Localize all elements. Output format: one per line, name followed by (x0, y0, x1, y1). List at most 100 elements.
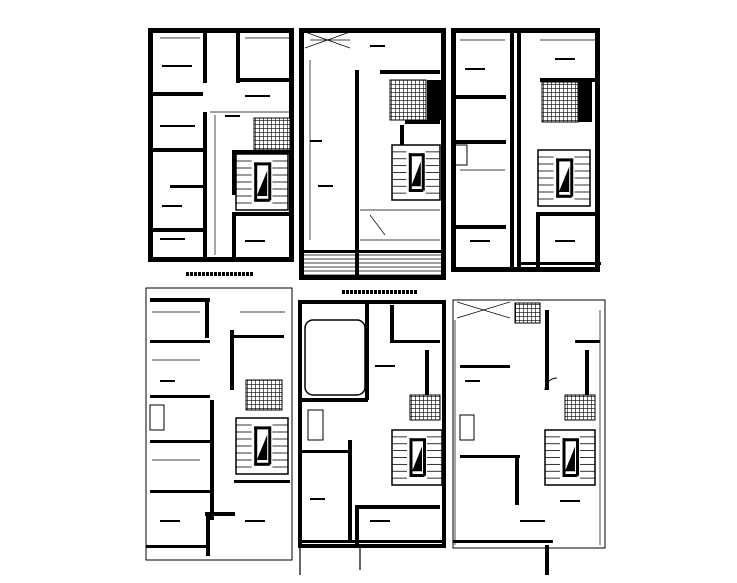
room-label (245, 95, 270, 97)
plan-caption (206, 272, 209, 276)
wall (576, 438, 579, 476)
plan-outline (452, 299, 606, 549)
room-label (465, 380, 480, 382)
plan-caption (214, 272, 217, 276)
wall (355, 505, 359, 545)
stair-hatch (541, 81, 579, 123)
fixture (307, 409, 324, 441)
wall (299, 28, 446, 33)
wall (289, 28, 294, 262)
fixture (454, 144, 468, 166)
wall (355, 505, 440, 509)
wall (240, 78, 290, 82)
plan-caption (398, 290, 401, 294)
wall (427, 80, 441, 120)
plan-caption (374, 290, 377, 294)
wall (268, 162, 272, 201)
room-label (162, 205, 182, 207)
room-label (162, 65, 192, 67)
wall (146, 545, 206, 548)
room-label (160, 125, 195, 127)
room-label (225, 115, 240, 117)
room-label (375, 365, 395, 367)
dimension-line (369, 214, 386, 236)
wall (562, 438, 578, 442)
wall (451, 225, 506, 229)
plan-caption (350, 290, 353, 294)
plan-caption (366, 290, 369, 294)
wall (540, 78, 595, 82)
wall (254, 162, 258, 201)
wall (405, 120, 440, 124)
room-label (370, 45, 385, 47)
floor-plan-2 (299, 28, 446, 280)
plan-caption (394, 290, 397, 294)
wall (150, 340, 210, 343)
stair-arrow (558, 166, 570, 192)
room-label (310, 498, 325, 500)
wall (408, 153, 412, 191)
room-label (160, 380, 175, 382)
wall (408, 189, 424, 192)
wall (556, 158, 572, 162)
stair-hatch (514, 302, 541, 324)
wall (298, 398, 368, 402)
plan-caption (242, 272, 245, 276)
staircase (537, 149, 591, 207)
plan-caption (354, 290, 357, 294)
staircase (235, 153, 289, 211)
wall (517, 28, 521, 272)
stair-arrow (565, 446, 575, 472)
floor-plan-6 (452, 299, 606, 575)
wall (575, 340, 600, 343)
plan-caption (362, 290, 365, 294)
wall (562, 474, 578, 477)
plan-caption (198, 272, 201, 276)
cross-lines (456, 301, 511, 319)
wall (510, 28, 514, 272)
wall (254, 426, 258, 465)
wall (170, 185, 205, 188)
stair-arrow (412, 446, 422, 472)
wall (453, 540, 553, 543)
plan-caption (358, 290, 361, 294)
room-label (318, 185, 333, 187)
wall (298, 300, 302, 548)
stair-arrow (256, 434, 268, 460)
room-label (245, 520, 265, 522)
wall (254, 462, 270, 466)
plan-caption (190, 272, 193, 276)
cross-lines (304, 31, 351, 49)
stair-arrow (256, 170, 268, 196)
room-label (465, 68, 485, 70)
wall (408, 153, 424, 157)
wall (400, 125, 404, 145)
room-label (310, 140, 322, 142)
wall (254, 426, 270, 430)
wall (595, 28, 600, 272)
fixture (149, 404, 165, 431)
wall (148, 148, 203, 152)
plan-caption (370, 290, 373, 294)
wall (234, 480, 290, 483)
wall (556, 158, 560, 197)
plan-caption (410, 290, 413, 294)
floor-plan-3 (451, 28, 601, 272)
wall (409, 474, 425, 477)
fixture (459, 414, 475, 441)
wall (423, 438, 426, 476)
wall (232, 150, 236, 195)
wall (562, 438, 566, 476)
wall (148, 28, 294, 33)
wall (205, 512, 235, 516)
wall (299, 28, 304, 280)
stair-hatch (564, 394, 596, 421)
wall (409, 438, 413, 476)
staircase (391, 144, 441, 201)
wall (451, 28, 600, 33)
wall (380, 70, 440, 74)
wall (148, 92, 203, 96)
wall (545, 310, 549, 390)
wall (545, 545, 549, 575)
